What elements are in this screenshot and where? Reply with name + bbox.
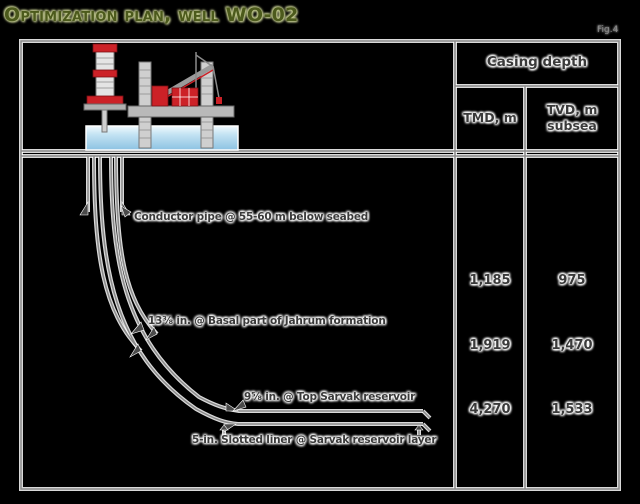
casing-shoe-marks xyxy=(79,200,424,433)
tmd-value-row3: 4,270 xyxy=(469,402,511,417)
figure-title: Optimization plan, well WO-02 xyxy=(4,4,299,26)
drilling-rig-illustration xyxy=(83,43,239,151)
column-header-tmd: TMD, m xyxy=(463,110,517,125)
tmd-value-row1: 1,185 xyxy=(469,273,511,288)
tvd-value-row3: 1,533 xyxy=(551,402,593,417)
tmd-value-row2: 1,919 xyxy=(469,338,511,353)
surface-casing-label: 13⅜ in. @ Basal part of Jahrum formation xyxy=(148,315,386,327)
table-header-casing-depth: Casing depth xyxy=(486,54,588,70)
conductor-pipe-label: Conductor pipe @ 55-60 m below seabed xyxy=(134,211,369,223)
production-casing-label: 9⅝ in. @ Top Sarvak reservoir xyxy=(244,391,416,403)
column-header-tvd: TVD, m subsea xyxy=(546,102,598,134)
slotted-liner-label: 5-in. Slotted liner @ Sarvak reservoir l… xyxy=(192,434,437,446)
figure-number: Fig.4 xyxy=(597,25,619,35)
tvd-value-row1: 975 xyxy=(558,273,586,288)
tvd-value-row2: 1,470 xyxy=(551,338,593,353)
